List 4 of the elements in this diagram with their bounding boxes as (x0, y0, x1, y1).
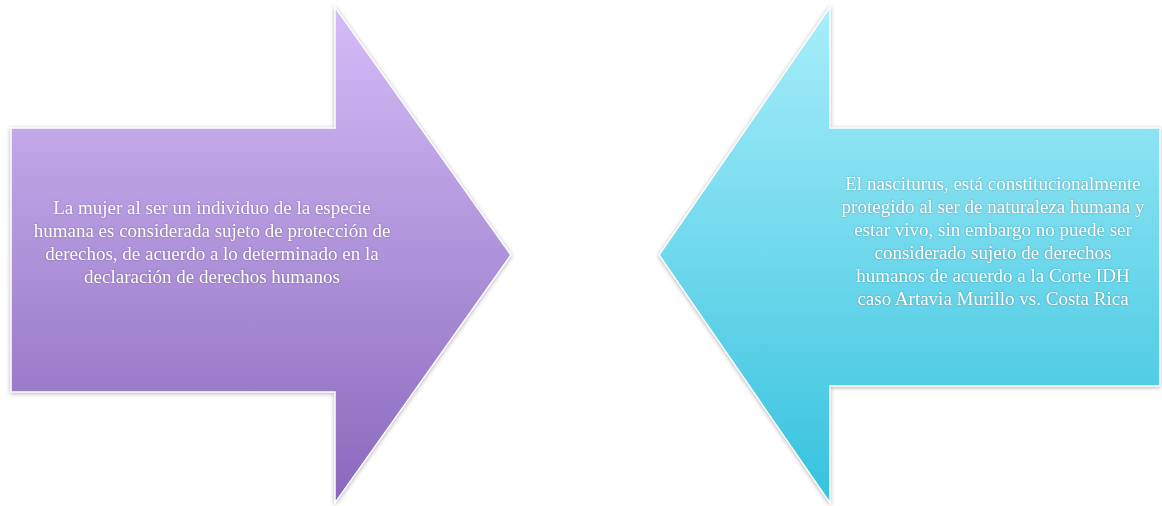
right-arrow-shape (10, 6, 512, 504)
node-text: La mujer al ser un individuo de la especie humana es considerada sujeto de protección de derechos, de acuerdo a lo determinado en la declaración de derechos humanos (32, 196, 392, 288)
node-text: El nasciturus, está constitucionalmente protegido al ser de naturaleza humana y estar vivo, sin embargo no puede ser considerado sujeto de derechos humanos de acuerdo a la Corte IDH caso Artavia Murillo vs. Costa Rica (840, 172, 1146, 310)
left-arrow-shape (658, 6, 1161, 504)
